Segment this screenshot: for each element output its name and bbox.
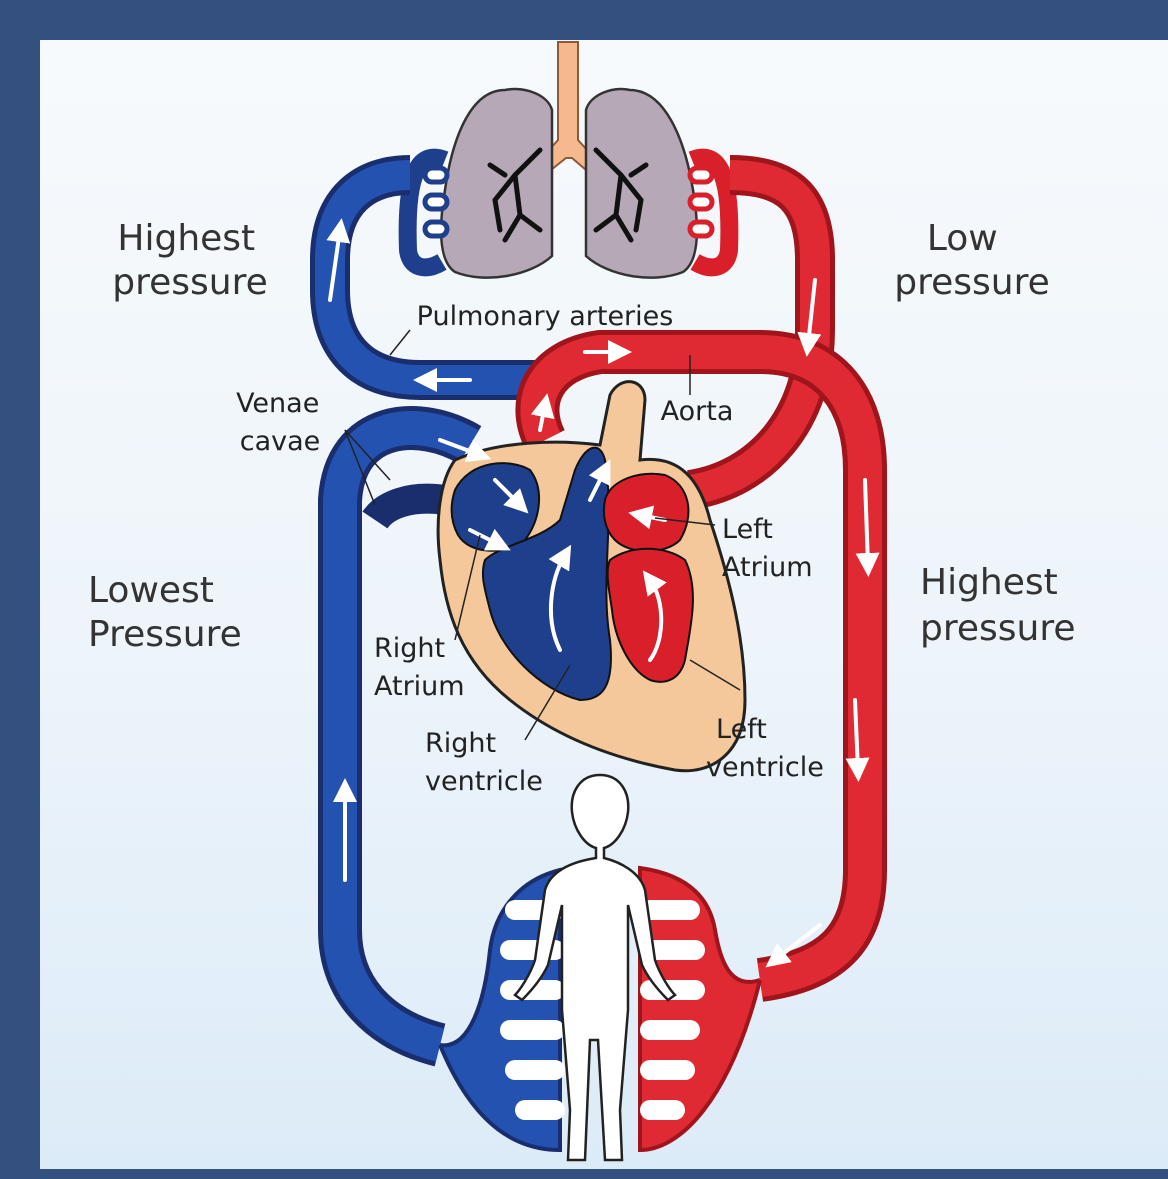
heart [438,382,745,771]
highest-pressure-top-left-label: Highest pressure [112,218,268,303]
pulmonary-arteries-label: Pulmonary arteries [417,301,674,332]
left-atrium-label: Left Atrium [722,514,813,583]
diagram-panel: Highest pressure Low pressure Pulmonary … [40,40,1168,1169]
right-lung [586,89,697,278]
right-atrium-chamber [452,463,539,551]
left-atrium-chamber [604,474,689,552]
low-pressure-label: Low pressure [894,218,1050,303]
aorta-label: Aorta [661,396,734,427]
lowest-pressure-label: Lowest Pressure [88,570,242,655]
venae-cavae-label: Venae cavae [236,388,328,457]
right-atrium-label: Right Atrium [374,633,465,702]
lungs [441,42,697,278]
highest-pressure-right-label: Highest pressure [920,562,1076,649]
circulation-diagram: Highest pressure Low pressure Pulmonary … [40,40,1168,1169]
left-lung [441,89,552,278]
systemic-capillaries-right [640,868,760,1150]
